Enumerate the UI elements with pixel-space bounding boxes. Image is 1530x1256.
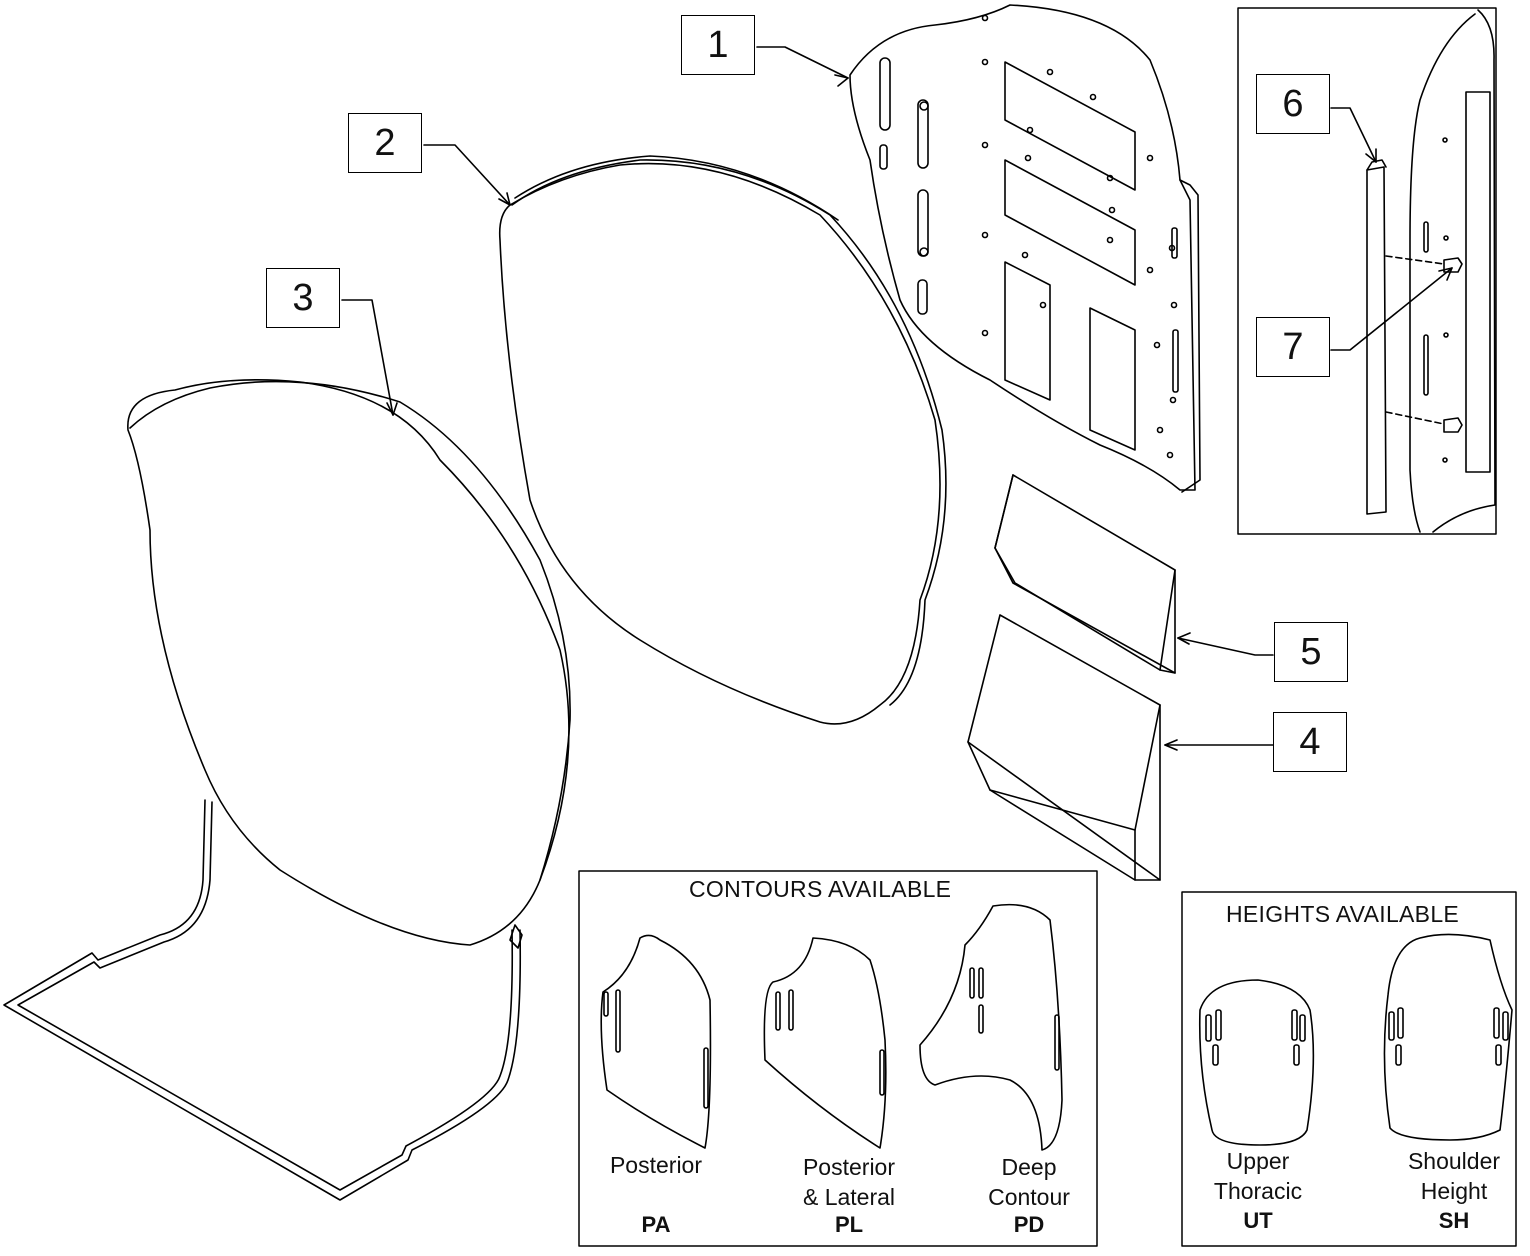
contour-code-pl: PL (834, 1212, 864, 1237)
contour-label-posterior: Posterior (590, 1150, 722, 1180)
callout-3: 3 (266, 268, 340, 328)
height-label-line1: Upper (1226, 1148, 1290, 1174)
callout-5: 5 (1274, 622, 1348, 682)
back-frame-and-cushion-3 (3, 378, 571, 1201)
heights-panel-title: HEIGHTS AVAILABLE (1226, 901, 1460, 927)
contour-posterior-drawing (600, 934, 712, 1149)
contour-label-deep-contour: Deep Contour (963, 1152, 1095, 1212)
height-label-line2: Height (1420, 1178, 1488, 1204)
wedge-5 (994, 474, 1176, 674)
height-upper-thoracic-drawing (1198, 979, 1315, 1146)
height-label-line1: Shoulder (1407, 1148, 1501, 1174)
hardware-detail-inset (1237, 7, 1497, 535)
contour-posterior-lateral-drawing (763, 937, 887, 1149)
callout-1: 1 (681, 15, 755, 75)
contours-panel-frame (578, 870, 1098, 1247)
height-label-shoulder-height: Shoulder Height (1388, 1146, 1520, 1206)
height-code-sh: SH (1438, 1208, 1470, 1233)
height-code-ut: UT (1243, 1208, 1273, 1233)
height-shoulder-drawing (1383, 933, 1513, 1141)
contour-label-line1: Posterior (802, 1154, 896, 1180)
heights-panel-frame (1181, 891, 1517, 1247)
contour-label-line2: & Lateral (802, 1184, 896, 1210)
contour-label-line2: Contour (988, 1184, 1070, 1210)
contour-code-pa: PA (641, 1212, 671, 1237)
back-cushion-2 (498, 155, 947, 725)
contour-label-line1: Deep (1001, 1154, 1057, 1180)
contours-panel-title: CONTOURS AVAILABLE (689, 876, 952, 902)
backrest-shell-1 (849, 4, 1201, 493)
height-label-line2: Thoracic (1213, 1178, 1303, 1204)
height-label-upper-thoracic: Upper Thoracic (1192, 1146, 1324, 1206)
contour-deep-drawing (919, 903, 1063, 1151)
callout-2: 2 (348, 113, 422, 173)
contour-label-line1: Posterior (609, 1152, 703, 1178)
leader-lines (341, 46, 1453, 751)
callout-6: 6 (1256, 74, 1330, 134)
callout-7: 7 (1256, 317, 1330, 377)
contour-label-posterior-lateral: Posterior & Lateral (783, 1152, 915, 1212)
wedge-4 (967, 614, 1161, 881)
contour-code-pd: PD (1013, 1212, 1045, 1237)
callout-4: 4 (1273, 712, 1347, 772)
